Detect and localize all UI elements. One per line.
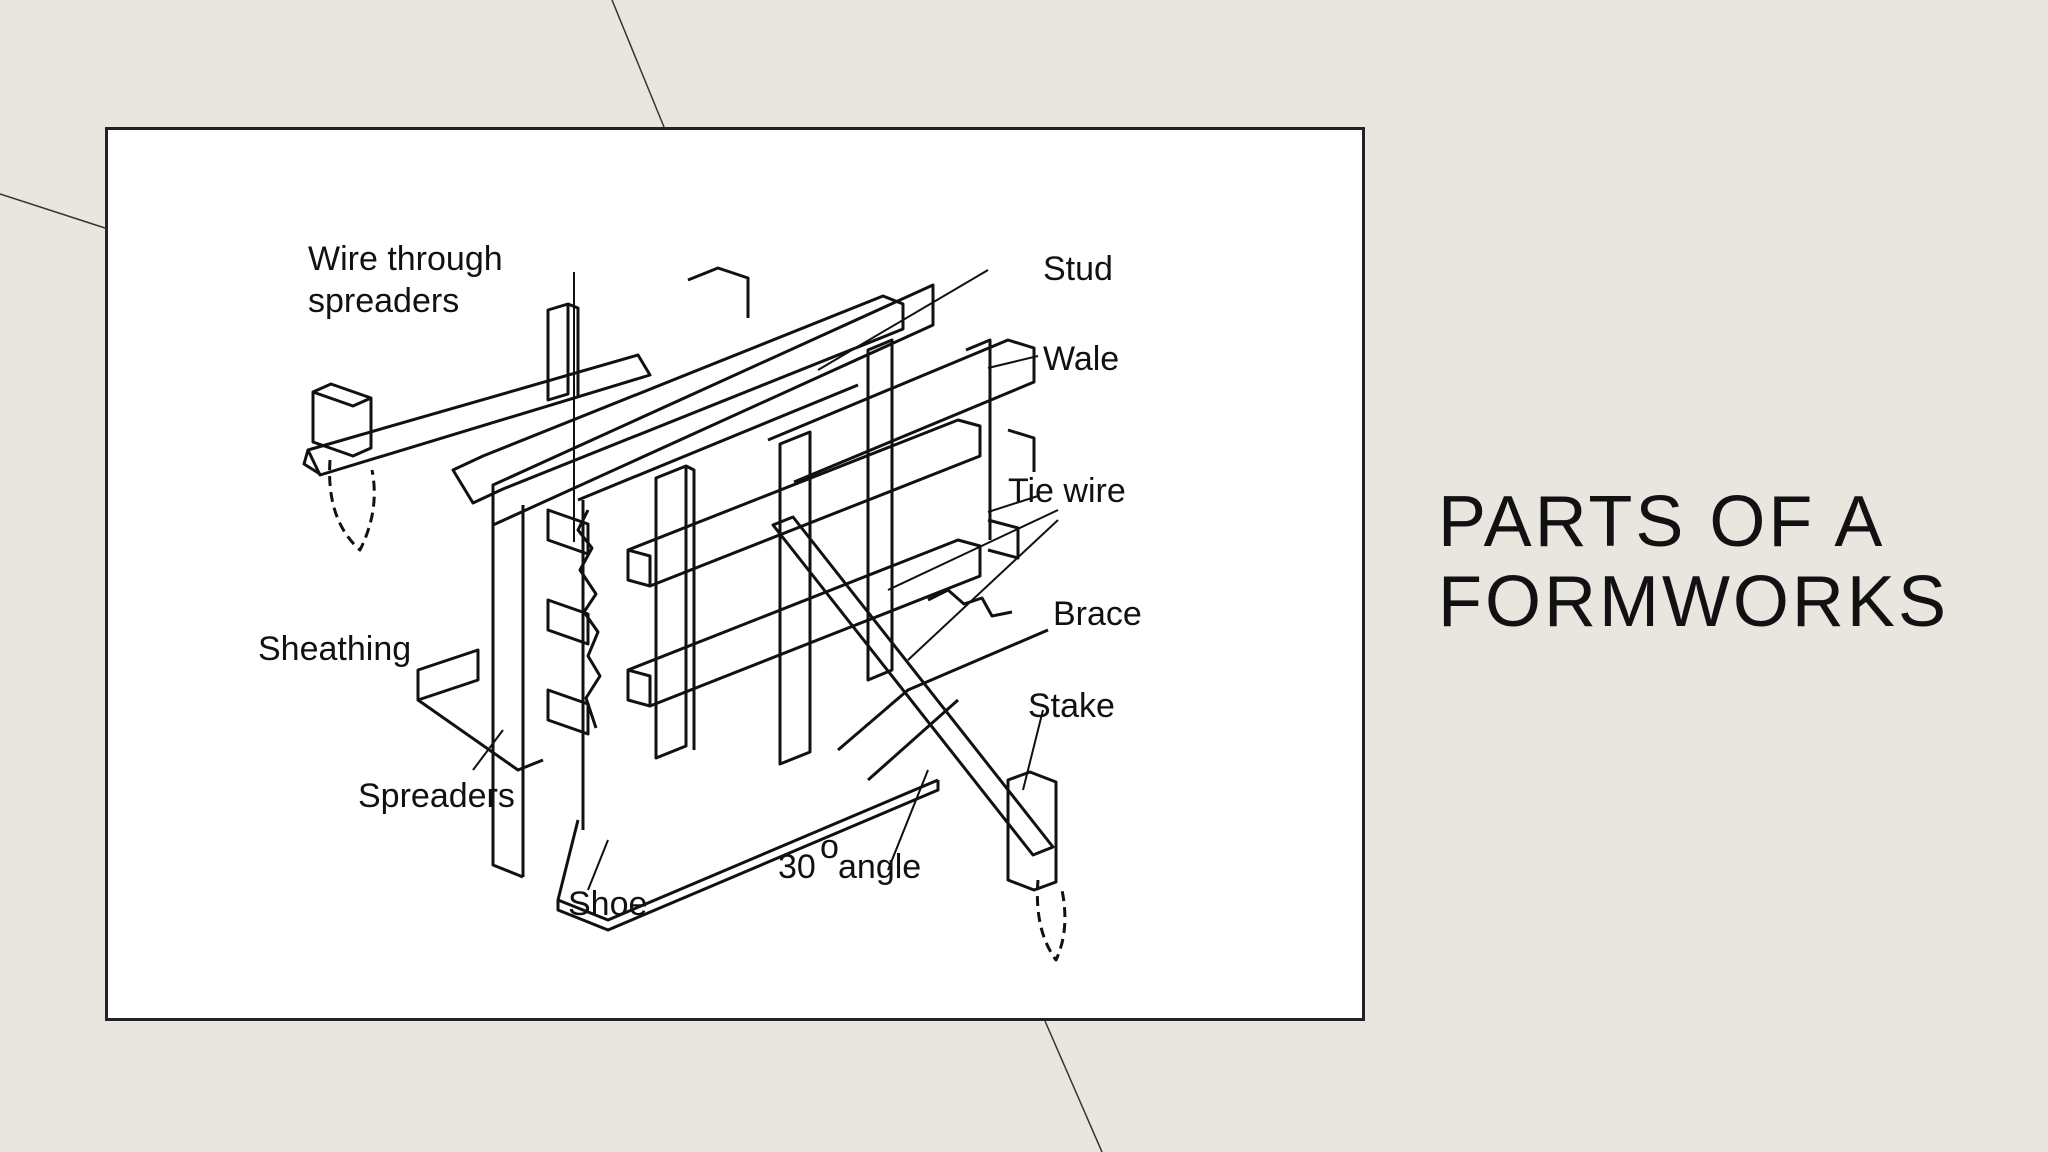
slide-title: PARTS OF A FORMWORKS	[1438, 482, 2018, 642]
label-stud: Stud	[1043, 250, 1113, 288]
label-wire-through: Wire through	[308, 240, 503, 278]
label-shoe: Shoe	[568, 885, 647, 923]
label-wale: Wale	[1043, 340, 1119, 378]
label-stake: Stake	[1028, 687, 1115, 725]
formwork-diagram-figure: Wire through spreaders Stud Wale Tie wir…	[105, 127, 1365, 1021]
label-angle-degree: o	[820, 828, 839, 866]
formwork-diagram: Wire through spreaders Stud Wale Tie wir…	[258, 240, 1142, 962]
label-angle-word: angle	[838, 848, 921, 886]
label-brace: Brace	[1053, 595, 1142, 633]
label-angle-number: 30	[778, 848, 816, 886]
label-tie-wire: Tie wire	[1008, 472, 1126, 510]
label-spreaders: Spreaders	[358, 777, 515, 815]
label-spreaders-wire: spreaders	[308, 282, 459, 320]
formwork-drawing	[302, 266, 1067, 962]
label-sheathing: Sheathing	[258, 630, 411, 668]
slide-title-line-1: PARTS OF A	[1438, 482, 1886, 562]
slide-title-line-2: FORMWORKS	[1438, 562, 1949, 642]
